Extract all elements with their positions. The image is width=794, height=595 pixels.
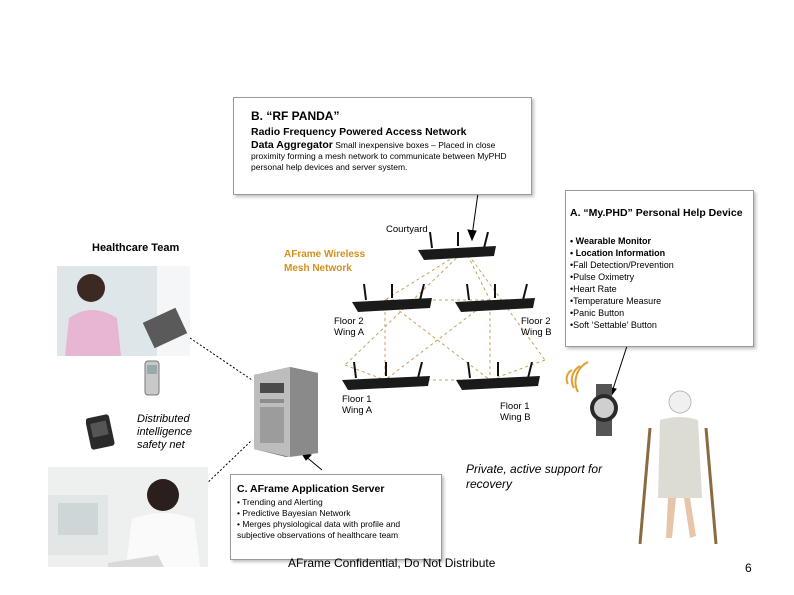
app-server-feature: • Merges physiological data with profile…	[237, 519, 401, 540]
watch-icon	[586, 384, 622, 436]
floor1-wing-b-label: Floor 1 Wing B	[500, 401, 531, 423]
myphd-feature: •Heart Rate	[570, 284, 617, 294]
myphd-feature: •Fall Detection/Prevention	[570, 260, 674, 270]
app-server-feature: • Predictive Bayesian Network	[237, 508, 351, 518]
patient-image	[636, 388, 720, 552]
router-floor1-wing-a	[342, 362, 430, 392]
floor2-wing-b-label: Floor 2 Wing B	[521, 316, 552, 338]
rf-panda-text: Small inexpensive boxes – Placed in clos…	[251, 140, 507, 172]
floor1-wing-a-label: Floor 1 Wing A	[342, 394, 373, 416]
rf-panda-description: Data Aggregator Small inexpensive boxes …	[251, 140, 527, 173]
pda-icon	[86, 412, 116, 452]
myphd-feature: •Pulse Oximetry	[570, 272, 635, 282]
router-courtyard	[418, 232, 496, 262]
myphd-box: A. “My.PHD” Personal Help Device • Weara…	[565, 190, 754, 347]
router-floor2-wing-b	[455, 284, 535, 314]
healthcare-team-label: Healthcare Team	[92, 242, 180, 254]
app-server-feature: • Trending and Alerting	[237, 497, 323, 507]
floor2-wing-a-label: Floor 2 Wing A	[334, 316, 365, 338]
healthcare-team-photo	[57, 266, 190, 356]
private-support-label: Private, active support for recovery	[466, 462, 603, 491]
router-floor1-wing-b	[456, 362, 540, 392]
rf-panda-box: B. “RF PANDA” Radio Frequency Powered Ac…	[233, 97, 532, 195]
page-number: 6	[745, 561, 752, 575]
nurse-photo	[48, 467, 208, 567]
rf-panda-subtitle: Radio Frequency Powered Access Network	[251, 126, 467, 138]
myphd-feature: • Location Information	[570, 248, 666, 258]
distributed-label: Distributed intelligence safety net	[137, 413, 193, 451]
wireless-signal-icon	[548, 352, 596, 400]
myphd-feature-list: • Wearable Monitor • Location Informatio…	[570, 235, 750, 331]
app-server-feature-list: • Trending and Alerting • Predictive Bay…	[237, 497, 437, 541]
myphd-feature: •Temperature Measure	[570, 296, 662, 306]
rf-panda-title: B. “RF PANDA”	[251, 109, 340, 123]
mesh-network-label: AFrame Wireless Mesh Network	[284, 249, 366, 274]
courtyard-label: Courtyard	[386, 224, 428, 235]
footer-text: AFrame Confidential, Do Not Distribute	[288, 556, 496, 570]
app-server-title: C. AFrame Application Server	[237, 483, 385, 495]
server-image	[250, 365, 322, 457]
cell-phone-icon	[142, 360, 162, 396]
myphd-title: A. “My.PHD” Personal Help Device	[570, 207, 743, 219]
myphd-feature: •Panic Button	[570, 308, 625, 318]
rf-panda-lead: Data Aggregator	[251, 139, 333, 151]
myphd-feature: • Wearable Monitor	[570, 236, 651, 246]
app-server-box: C. AFrame Application Server • Trending …	[230, 474, 442, 560]
router-floor2-wing-a	[352, 284, 432, 314]
myphd-feature: •Soft ‘Settable’ Button	[570, 320, 657, 330]
